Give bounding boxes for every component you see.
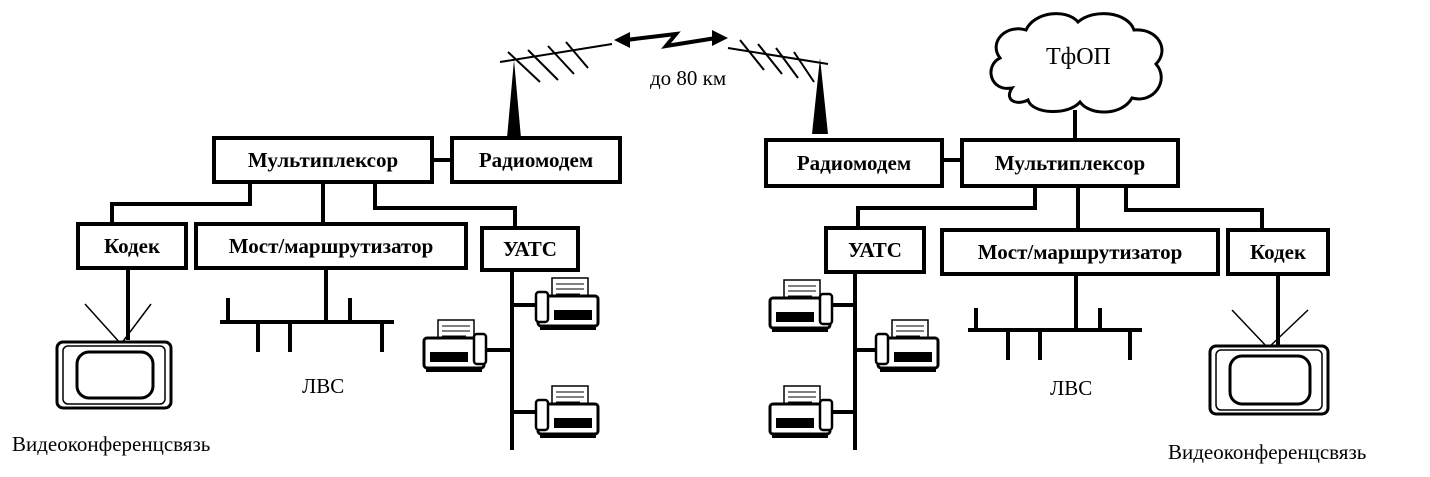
right-antenna-icon bbox=[727, 39, 829, 134]
right-codec-box: Кодек bbox=[1226, 228, 1330, 276]
left-bridge-router-box: Мост/маршрутизатор bbox=[194, 222, 468, 270]
left-antenna-icon bbox=[499, 41, 613, 138]
radio-link-icon bbox=[614, 30, 728, 49]
right-videoconf-label: Видеоконференцсвязь bbox=[1168, 440, 1367, 464]
right-bridge-router-box: Мост/маршрутизатор bbox=[940, 228, 1220, 276]
right-fax-2-icon bbox=[874, 319, 940, 372]
left-tv-icon bbox=[55, 303, 173, 410]
left-fax-3-icon bbox=[534, 385, 600, 438]
left-lan-label: ЛВС bbox=[302, 374, 345, 398]
left-pbx-box: УАТС bbox=[480, 226, 580, 272]
pstn-label: ТфОП bbox=[1046, 44, 1111, 70]
right-fax-3-icon bbox=[768, 385, 834, 438]
right-radiomodem-box: Радиомодем bbox=[764, 138, 944, 188]
right-multiplexer-box: Мультиплексор bbox=[960, 138, 1180, 188]
left-fax-2-icon bbox=[422, 319, 488, 372]
left-multiplexer-box: Мультиплексор bbox=[212, 136, 434, 184]
right-pbx-box: УАТС bbox=[824, 226, 926, 274]
left-radiomodem-box: Радиомодем bbox=[450, 136, 622, 184]
right-tv-icon bbox=[1208, 309, 1330, 416]
left-videoconf-label: Видеоконференцсвязь bbox=[12, 432, 211, 456]
left-fax-1-icon bbox=[534, 277, 600, 330]
pstn-cloud-icon bbox=[989, 12, 1164, 114]
right-fax-1-icon bbox=[768, 279, 834, 332]
radio-distance-label: до 80 км bbox=[650, 66, 727, 90]
left-codec-box: Кодек bbox=[76, 222, 188, 270]
right-lan-label: ЛВС bbox=[1050, 376, 1093, 400]
